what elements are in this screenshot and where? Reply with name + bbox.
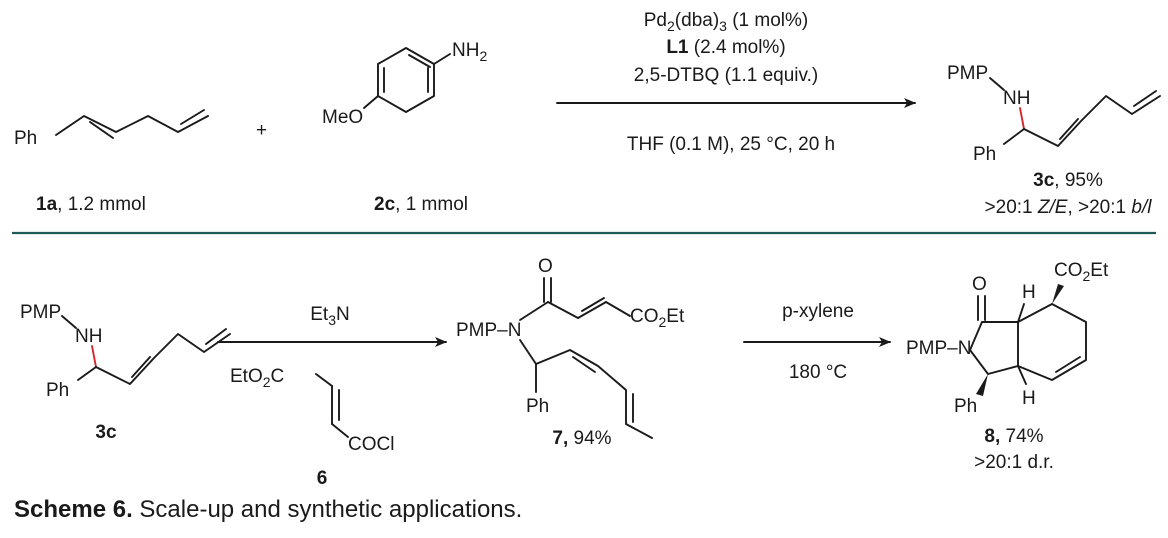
compound-8-structure: O H CO2Et PMP–N H Ph [906,260,1109,417]
plus-sign: + [256,120,267,141]
compound-7-label: 7, 94% [552,428,611,449]
selectivity-label: >20:1 Z/E, >20:1 b/l [985,197,1153,218]
scheme-caption: Scheme 6. Scale-up and synthetic applica… [14,496,522,524]
caption-number: 6. [112,496,133,523]
methoxy-label: MeO [322,107,363,128]
compound-3c-label: 3c, 95% [1033,170,1103,191]
reaction-scheme: Ph 1a, 1.2 mmol + NH2 MeO 2c, 1 mmol Pd2… [12,10,1161,489]
compound-3c-start-structure: PMP NH Ph [20,302,231,401]
phenyl-label: Ph [46,380,69,401]
compound-2c-label: 2c, 1 mmol [374,194,468,215]
temperature-condition: 180 °C [789,362,847,383]
phenyl-label: Ph [14,128,37,149]
diastereoselectivity-label: >20:1 d.r. [974,452,1054,473]
pmp-n-label: PMP–N [456,320,521,341]
compound-8-label: 8, 74% [984,426,1043,447]
pmp-label: PMP [947,63,988,84]
carbonyl-o-label: O [972,274,987,295]
nh-label: NH [1003,88,1030,109]
compound-1a-structure: Ph [14,109,209,149]
compound-2c-structure: NH2 MeO [322,40,487,128]
solvent-condition-2: p-xylene [782,301,854,322]
compound-1a-label: 1a, 1.2 mmol [36,194,146,215]
compound-3c-start-label: 3c [95,422,117,443]
acid-chloride-label: COCl [348,434,394,455]
compound-6-label: 6 [317,468,328,489]
nh-label: NH [75,326,102,347]
ligand-condition: L1 (2.4 mol%) [666,37,785,58]
pmp-label: PMP [20,302,61,323]
nh2-label: NH2 [452,40,487,64]
h-top-label: H [1022,282,1036,303]
caption-text: Scale-up and synthetic applications. [132,496,523,523]
compound-7-structure: O CO2Et PMP–N Ph [456,256,685,439]
phenyl-label: Ph [973,144,996,165]
carbonyl-o-label: O [538,256,553,277]
caption-label: Scheme [14,496,107,523]
pmp-n-label: PMP–N [906,338,971,359]
solvent-condition: THF (0.1 M), 25 °C, 20 h [627,134,835,155]
compound-6-structure: EtO2C COCl [230,366,394,455]
h-bottom-label: H [1022,388,1036,409]
oxidant-condition: 2,5-DTBQ (1.1 equiv.) [634,65,818,86]
catalyst-condition: Pd2(dba)3 (1 mol%) [644,10,809,34]
base-condition: Et3N [310,304,349,328]
ester-label: CO2Et [630,306,685,330]
ester-label: CO2Et [1054,260,1109,284]
compound-3c-structure: PMP NH Ph [947,63,1161,165]
ester-label: EtO2C [230,366,284,390]
phenyl-label: Ph [526,396,549,417]
phenyl-label: Ph [954,396,977,417]
